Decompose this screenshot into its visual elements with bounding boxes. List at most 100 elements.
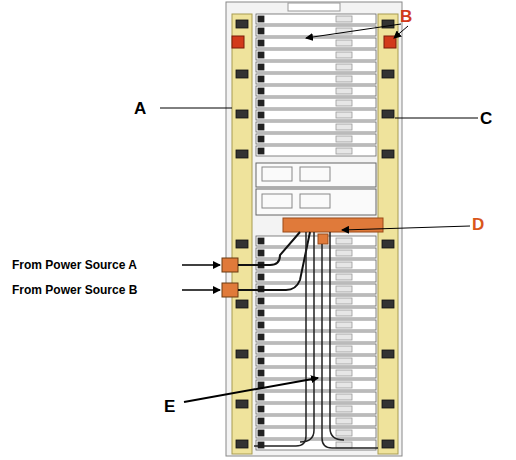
left-rail <box>232 14 252 454</box>
callout-letter: C <box>480 110 492 127</box>
unit-port <box>258 358 264 364</box>
unit-port <box>258 370 264 376</box>
server-unit <box>256 308 376 318</box>
unit-tag <box>336 334 352 340</box>
server-unit <box>256 86 376 96</box>
unit-port <box>258 64 264 70</box>
unit-tag <box>336 238 352 244</box>
server-unit <box>256 134 376 144</box>
unit-tag <box>336 394 352 400</box>
server-unit <box>256 38 376 48</box>
leader-arrow <box>342 226 470 230</box>
unit-tag <box>336 406 352 412</box>
source-label: From Power Source A <box>12 259 137 271</box>
server-unit <box>256 296 376 306</box>
unit-tag <box>336 148 352 154</box>
leader-arrow <box>306 24 401 38</box>
rail-block <box>236 350 248 358</box>
server-unit <box>256 122 376 132</box>
rail-block <box>236 400 248 408</box>
unit-tag <box>336 418 352 424</box>
server-unit <box>256 428 376 438</box>
server-unit <box>256 110 376 120</box>
server-unit <box>256 320 376 330</box>
switch-ports <box>300 194 330 208</box>
server-unit <box>256 26 376 36</box>
leader-arrow <box>182 289 220 291</box>
unit-tag <box>336 112 352 118</box>
unit-tag <box>336 40 352 46</box>
unit-port <box>258 40 264 46</box>
server-unit <box>256 344 376 354</box>
red-indicator <box>232 36 244 48</box>
unit-port <box>258 148 264 154</box>
server-unit <box>256 368 376 378</box>
rail-block <box>382 440 394 448</box>
server-unit <box>256 404 376 414</box>
rail-block <box>382 150 394 158</box>
power-bar <box>283 218 383 232</box>
unit-tag <box>336 16 352 22</box>
power-cable <box>238 232 300 265</box>
rail-block <box>236 300 248 308</box>
callout-letter: B <box>400 8 412 25</box>
power-inlet <box>222 258 238 272</box>
unit-port <box>258 274 264 280</box>
rail-block <box>382 70 394 78</box>
rail-block <box>236 240 248 248</box>
rail-connectors <box>236 20 394 448</box>
rail-block <box>382 350 394 358</box>
unit-tag <box>336 442 352 448</box>
unit-port <box>258 430 264 436</box>
leader-arrow <box>182 264 220 266</box>
unit-port <box>258 250 264 256</box>
unit-port <box>258 88 264 94</box>
unit-port <box>258 100 264 106</box>
unit-tag <box>336 382 352 388</box>
unit-port <box>258 136 264 142</box>
unit-port <box>258 16 264 22</box>
unit-tag <box>336 346 352 352</box>
unit-tag <box>336 286 352 292</box>
unit-port <box>258 418 264 424</box>
server-unit <box>256 14 376 24</box>
callout-letter: D <box>472 216 484 233</box>
unit-port <box>258 346 264 352</box>
unit-port <box>258 298 264 304</box>
power-cable <box>238 232 310 290</box>
cable <box>300 232 314 442</box>
rail-block <box>236 150 248 158</box>
unit-tag <box>336 88 352 94</box>
unit-port <box>258 28 264 34</box>
unit-tag <box>336 124 352 130</box>
unit-port <box>258 124 264 130</box>
unit-tag <box>336 52 352 58</box>
unit-port <box>258 112 264 118</box>
unit-port <box>258 442 264 448</box>
callout-letter: A <box>134 100 146 117</box>
unit-tag <box>336 274 352 280</box>
unit-tag <box>336 250 352 256</box>
unit-tag <box>336 370 352 376</box>
unit-port <box>258 406 264 412</box>
power-connector <box>318 234 328 244</box>
unit-port <box>258 52 264 58</box>
switch-ports <box>262 194 292 208</box>
unit-tag <box>336 298 352 304</box>
server-unit <box>256 356 376 366</box>
unit-port <box>258 310 264 316</box>
unit-tag <box>336 262 352 268</box>
unit-port <box>258 334 264 340</box>
callout-letter: E <box>164 398 175 415</box>
server-unit <box>256 392 376 402</box>
server-unit <box>256 332 376 342</box>
rail-block <box>382 300 394 308</box>
server-unit <box>256 416 376 426</box>
unit-port <box>258 238 264 244</box>
unit-tag <box>336 136 352 142</box>
rail-block <box>382 110 394 118</box>
source-label: From Power Source B <box>12 284 137 296</box>
rail-block <box>236 20 248 28</box>
unit-tag <box>336 76 352 82</box>
